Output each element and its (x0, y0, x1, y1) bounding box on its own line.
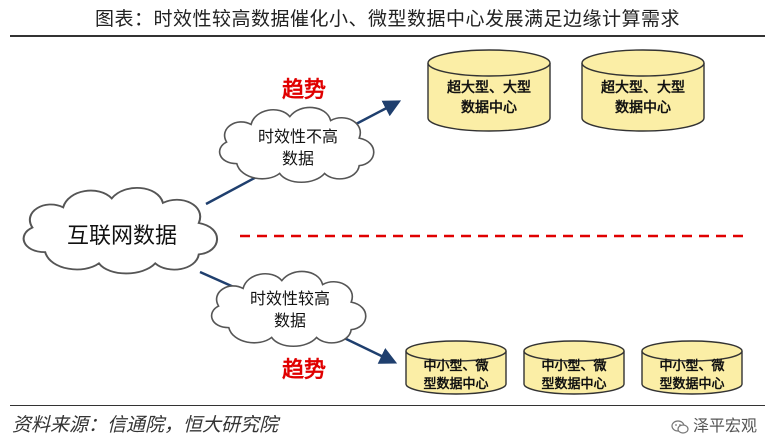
datacenter-lower-2 (523, 340, 625, 395)
trend-label-upper: 趋势 (282, 77, 326, 103)
arrow-source-to-upper (205, 172, 263, 206)
cloud-upper-line1: 时效性不高 (258, 127, 338, 146)
bottom-divider (10, 405, 765, 406)
cloud-source-label: 互联网数据 (67, 224, 177, 249)
brand-mark: 泽平宏观 (671, 412, 757, 436)
datacenter-lower-3 (641, 340, 743, 395)
datacenter-upper-1-line2: 数据中心 (461, 99, 517, 116)
page-title: 图表：时效性较高数据催化小、微型数据中心发展满足边缘计算需求 (94, 8, 680, 30)
source-note: 资料来源：信通院，恒大研究院 (12, 414, 279, 436)
cloud-upper-line2: 数据 (282, 149, 314, 168)
datacenter-upper-2 (581, 49, 705, 132)
brand-label: 泽平宏观 (692, 416, 757, 435)
arrow-upper-to-centers (355, 100, 402, 126)
arrow-lower-to-centers (339, 334, 398, 364)
datacenter-lower-1-line2: 型数据中心 (423, 376, 488, 392)
datacenter-upper-1 (427, 49, 551, 132)
cloud-lower (210, 270, 367, 348)
datacenter-upper-2-line1: 超大型、大型 (600, 79, 685, 96)
datacenter-lower-1 (405, 340, 507, 395)
wechat-icon (671, 419, 689, 434)
datacenter-lower-3-line2: 型数据中心 (659, 376, 724, 392)
trend-label-lower: 趋势 (282, 357, 326, 383)
top-divider (10, 35, 765, 37)
datacenter-upper-2-line2: 数据中心 (615, 99, 671, 116)
datacenter-lower-1-line1: 中小型、微 (423, 358, 489, 374)
datacenter-upper-1-line1: 超大型、大型 (446, 79, 531, 96)
cloud-lower-line1: 时效性较高 (250, 289, 330, 308)
datacenter-lower-3-line1: 中小型、微 (659, 358, 725, 374)
cloud-lower-line2: 数据 (274, 311, 306, 330)
datacenter-lower-2-line2: 型数据中心 (541, 376, 606, 392)
datacenter-lower-2-line1: 中小型、微 (541, 358, 607, 374)
